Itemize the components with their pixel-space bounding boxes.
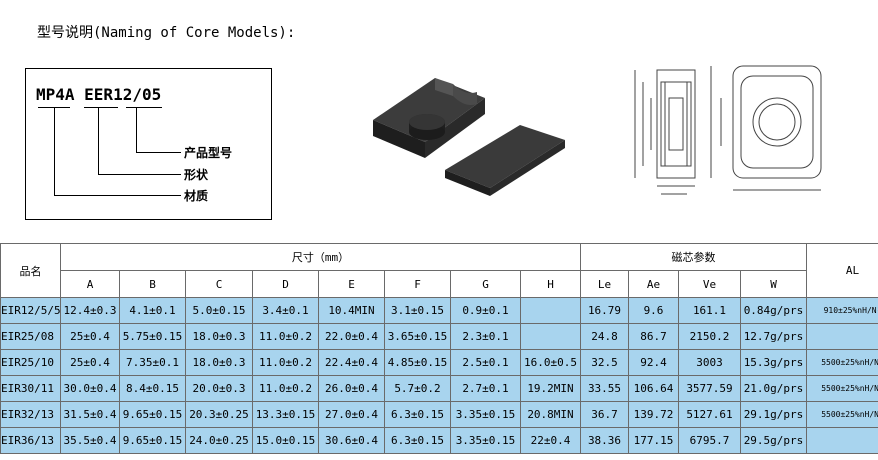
table-row: EIR12/5/5 12.4±0.3 4.1±0.1 5.0±0.15 3.4±… [0,297,878,324]
col-h: H [520,270,581,298]
label-product-model: 产品型号 [184,146,233,160]
technical-drawing [634,65,822,195]
label-material: 材质 [184,189,209,203]
col-f: F [384,270,451,298]
label-shape: 形状 [184,168,209,182]
col-a: A [60,270,120,298]
name-header: 品名 [0,243,61,298]
col-le: Le [580,270,629,298]
table-row: EIR30/11 30.0±0.4 8.4±0.15 20.0±0.3 11.0… [0,375,878,402]
model-code: MP4A EER12/05 [36,85,162,104]
col-d: D [252,270,319,298]
col-w: W [740,270,807,298]
col-e: E [318,270,385,298]
col-g: G [450,270,521,298]
al-header: AL [806,243,878,298]
table-row: EIR36/13 35.5±0.4 9.65±0.15 24.0±0.25 15… [0,427,878,454]
col-ae: Ae [628,270,679,298]
page-title: 型号说明(Naming of Core Models): [37,25,296,41]
col-c: C [185,270,253,298]
table-row: EIR25/08 25±0.4 5.75±0.15 18.0±0.3 11.0±… [0,323,878,350]
core-photo [373,78,565,196]
table-row: EIR25/10 25±0.4 7.35±0.1 18.0±0.3 11.0±0… [0,349,878,376]
spec-table: 品名 尺寸（mm） 磁芯参数 AL A B C D E F G H Le Ae … [0,243,878,454]
col-b: B [119,270,186,298]
core-header: 磁芯参数 [580,243,807,271]
naming-legend: MP4A EER12/05 产品型号 形状 材质 [25,68,272,220]
table-row: EIR32/13 31.5±0.4 9.65±0.15 20.3±0.25 13… [0,401,878,428]
col-ve: Ve [678,270,741,298]
size-header: 尺寸（mm） [60,243,581,271]
